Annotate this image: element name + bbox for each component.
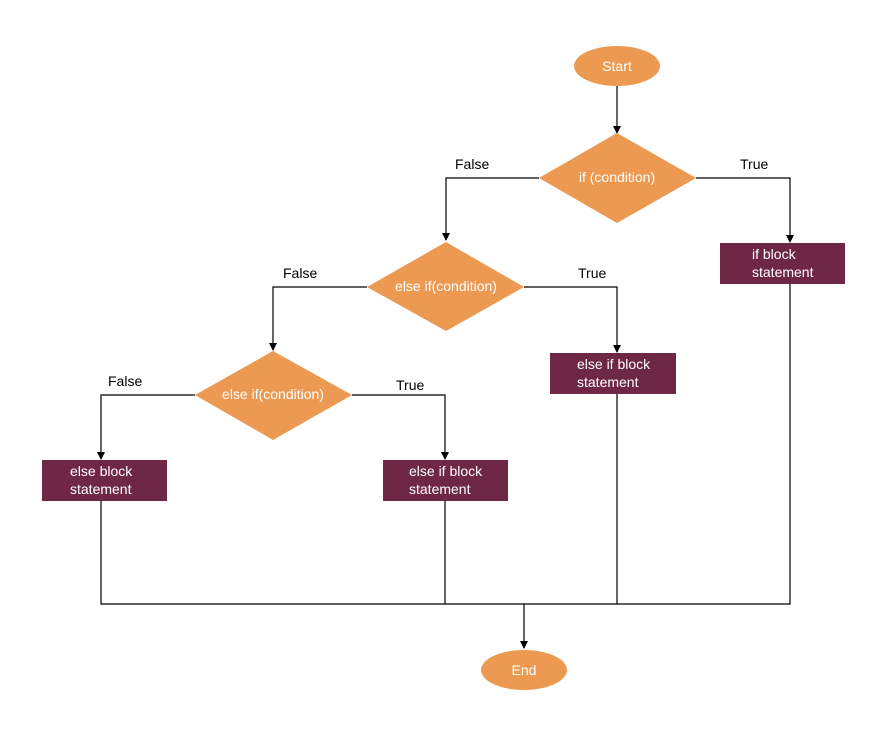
else-if-block-label-2-line2: statement [409,481,471,497]
else-block-node: else block statement [42,460,167,501]
connectors [97,86,794,649]
else-if-condition-node-2: else if(condition) [195,351,352,440]
branch-label-elseif2-false: False [108,373,142,389]
connector-if-true [696,177,794,243]
else-if-condition-label-1: else if(condition) [395,278,497,294]
if-condition-label: if (condition) [579,169,655,185]
connector-elseif2-true [352,394,449,460]
connector-merge-line [100,284,791,605]
connector-elseif1-true [524,286,621,353]
else-block-label-line1: else block [70,463,133,479]
else-if-block-label-1-line2: statement [577,374,639,390]
start-node: Start [574,46,660,86]
else-block-label-line2: statement [70,481,132,497]
else-if-condition-node-1: else if(condition) [367,242,524,331]
connector-elseif2-false [97,394,195,460]
branch-labels: False True False True False True [108,156,768,393]
if-condition-node: if (condition) [539,133,696,223]
branch-label-if-true: True [740,156,768,172]
else-if-condition-label-2: else if(condition) [222,386,324,402]
branch-label-if-false: False [455,156,489,172]
start-node-label: Start [602,58,632,74]
branch-label-elseif1-false: False [283,265,317,281]
else-if-block-node-2: else if block statement [383,460,508,501]
branch-label-elseif2-true: True [396,377,424,393]
connector-if-false [442,177,539,241]
connector-elseif1-false [269,286,367,351]
else-if-block-label-1-line1: else if block [577,356,651,372]
if-block-label-line1: if block [752,246,797,262]
else-if-block-label-2-line1: else if block [409,463,483,479]
else-if-block-node-1: else if block statement [550,353,676,394]
if-block-label-line2: statement [752,264,814,280]
branch-label-elseif1-true: True [578,265,606,281]
if-block-node: if block statement [720,243,845,284]
end-node-label: End [512,662,537,678]
end-node: End [481,650,567,690]
